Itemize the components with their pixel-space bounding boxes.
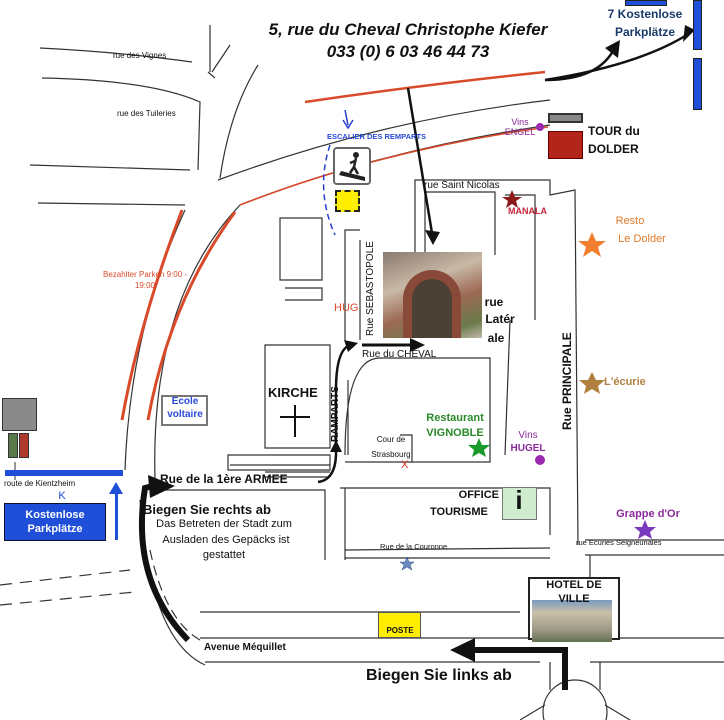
vins-engel-label: ENGEL [504,127,536,137]
cross-mark-icon: X [401,459,409,471]
ecole-label: Ecole [171,396,199,407]
vins-hugel-label: HUGEL [510,443,546,454]
kostenlose-parking-box [4,503,106,541]
grappe-star-icon [634,520,656,539]
parking-bar-icon [5,470,123,476]
free-parking-left-label: Kostenlose [25,509,85,521]
vignoble-star-icon [468,438,490,457]
right-turn-instruction: Biegen Sie rechts ab [143,502,271,517]
rue-du-cheval-photo [383,252,482,338]
unloading-note: Das Betreten der Stadt zum [156,518,292,530]
street-label: Rue PRINCIPALE [560,332,574,430]
office-tourisme-label: TOURISME [430,506,488,518]
vignoble-label: Restaurant [426,412,484,424]
info-box [502,487,537,520]
road-line [39,47,193,63]
resto-label: Resto [615,215,645,227]
hugel-dot-icon [535,455,545,465]
street-label: Rue de la 1ère ARMEE [160,472,288,486]
gray-building-icon [2,398,37,431]
church-cross-icon [294,405,296,437]
parking-block-icon [693,0,702,50]
tour-du-dolder-label: TOUR du [588,124,640,138]
free-parking-top-label: 7 Kostenlose [607,7,683,21]
road-line [41,77,201,171]
free-parking-left-label: Parkplätze [27,523,83,535]
kirche-label: KIRCHE [268,385,318,400]
tour-du-dolder-label: DOLDER [588,142,639,156]
ecole-box [161,395,208,426]
hug-label: HUG [334,302,359,314]
parking-up-arrow-icon [109,482,123,494]
manala-label: MANALA [508,206,547,216]
free-parking-k-label: K [58,490,66,502]
yellow-marker-icon [335,190,360,212]
parking-block-icon [625,0,667,6]
phone-number[interactable]: 033 (0) 6 03 46 44 73 [326,42,490,61]
address-contact: 5, rue du Cheval Christophe Kiefer [268,20,548,39]
street-label: rue Ecuries Seigneuriales [576,538,662,547]
vins-hugel-label: Vins [518,430,538,441]
unloading-note: Ausladen des Gepäcks ist [162,534,290,546]
escalier-label: ESCALIER DES REMPARTS [327,132,427,141]
office-tourisme-label: OFFICE [458,489,499,501]
street-label: Avenue Méquillet [204,642,286,653]
paid-parking-label: 19:00 [134,281,156,290]
poste-box [378,612,421,638]
unloading-note: gestattet [202,549,246,561]
hotel-de-ville-label: VILLE [558,593,590,605]
street-label: Rue SEBASTOPOLE [365,241,376,336]
street-label: Cour de [376,435,406,444]
parking-block-icon [693,58,702,110]
vignoble-label: VIGNOBLE [426,427,484,439]
street-label: Rue du CHEVAL [362,349,437,360]
tower-gate-icon [548,113,583,123]
resto-star-icon [578,232,606,257]
street-label: Strasbourg [371,450,411,459]
hotel-de-ville-photo [532,600,612,642]
street-label: route de Kientzheim [4,479,76,488]
ecole-label: voltaire [167,409,203,420]
poste-label: POSTE [386,626,414,635]
street-label: rue [484,295,504,309]
green-marker-icon [8,433,18,458]
church-cross-icon [280,416,310,418]
grappe-label: Grappe d'Or [616,508,680,520]
stairs-sign-icon [333,147,371,185]
vins-engel-label: Vins [511,117,529,127]
info-icon: i [515,485,523,515]
couronne-star-icon [399,556,415,571]
street-label: Rue de la Couronne [380,542,448,551]
map-markers [399,123,656,571]
street-label: ale [487,331,505,345]
street-label: Latér [485,312,515,326]
ecurie-star-icon [579,372,605,394]
resto-label: Le Dolder [618,233,666,245]
hotel-de-ville-label: HOTEL DE [546,579,602,591]
route-arrows [138,31,691,690]
engel-dot-icon [536,123,544,131]
paid-parking-lines [120,70,549,421]
paid-parking-label: Bezahlter Parken 9:00 - [102,270,188,279]
red-marker-icon [19,433,29,458]
street-label: rue des Vignes [113,51,167,60]
free-parking-top-label: Parkplätze [614,25,676,39]
parking-up-arrow-icon [115,490,118,540]
manala-star-icon [502,190,522,208]
street-label: rue Saint Nicolas [424,180,500,191]
street-label: RAMPARTS [330,386,341,442]
street-label: rue des Tuileries [117,109,176,118]
left-turn-instruction: Biegen Sie links ab [366,667,512,684]
ecurie-label: L'écurie [604,376,646,388]
tour-du-dolder-block [548,131,583,159]
